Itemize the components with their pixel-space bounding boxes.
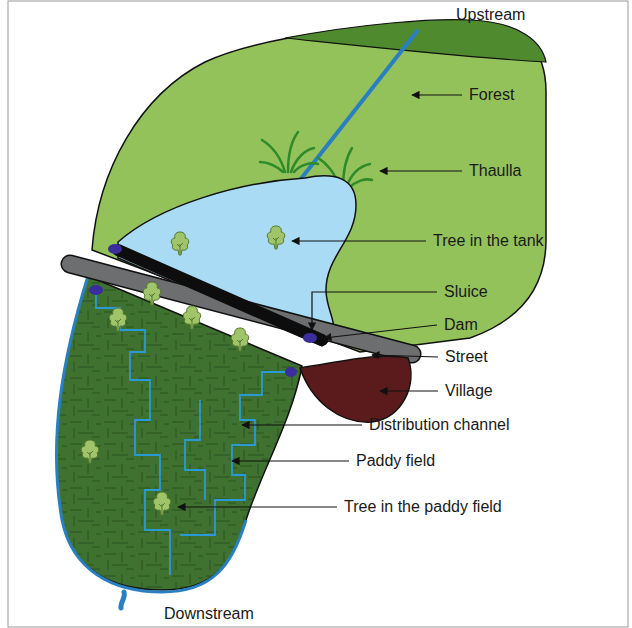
part-label: Sluice <box>444 282 488 302</box>
thaulla-area <box>92 22 546 352</box>
part-label: Village <box>445 381 493 401</box>
village <box>300 356 411 422</box>
region-label: Downstream <box>164 604 254 624</box>
part-label: Forest <box>469 85 514 105</box>
field-drain <box>56 276 246 592</box>
region-label: Upstream <box>456 5 525 25</box>
sluices <box>89 244 317 377</box>
part-label: Thaulla <box>469 161 521 181</box>
outflow-stream <box>121 592 125 608</box>
part-label: Tree in the tank <box>433 231 544 251</box>
forest-strip <box>285 20 546 62</box>
part-label: Distribution channel <box>369 415 510 435</box>
dam <box>118 250 322 340</box>
part-label: Dam <box>444 315 478 335</box>
part-label: Paddy field <box>356 451 435 471</box>
trees <box>81 226 284 515</box>
part-label: Tree in the paddy field <box>344 497 502 517</box>
frame <box>8 1 628 627</box>
leader-lines <box>178 95 462 507</box>
distribution-channels <box>96 290 290 575</box>
part-label: Street <box>445 347 488 367</box>
